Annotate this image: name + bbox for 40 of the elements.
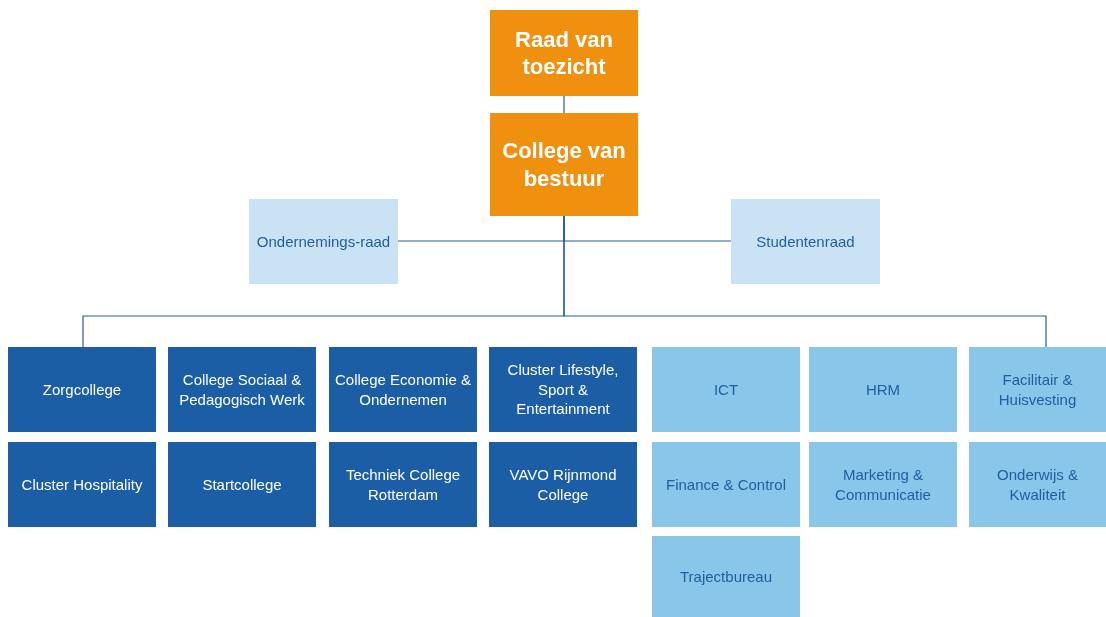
board-box (490, 113, 638, 216)
connector-line (563, 215, 1047, 348)
department-box (652, 442, 800, 527)
department-box (731, 199, 880, 284)
department-box (652, 347, 800, 432)
department-box (249, 199, 398, 284)
department-box (809, 347, 957, 432)
box-label: Onderwijs & Kwaliteit (996, 465, 1079, 504)
box-label: Facilitair & Huisvesting (997, 370, 1078, 409)
box-label: Cluster Hospitality (21, 474, 143, 495)
box-label: College Economie & Ondernemen (335, 370, 471, 409)
department-box (329, 442, 477, 527)
department-box (809, 442, 957, 527)
box-label: College van bestuur (501, 137, 627, 192)
department-box (489, 347, 637, 432)
box-label: Trajectbureau (680, 566, 772, 587)
box-label: Ondernemings-raad (256, 231, 391, 252)
department-box (168, 442, 316, 527)
department-box (8, 347, 156, 432)
box-label: College Sociaal & Pedagogisch Werk (178, 370, 306, 409)
box-label: Raad van toezicht (514, 25, 614, 81)
department-box (652, 536, 800, 617)
box-label: Cluster Lifestyle, Sport & Entertainment (506, 360, 620, 419)
department-box (329, 347, 477, 432)
box-label: Marketing & Communicatie (834, 465, 932, 504)
box-label: HRM (865, 379, 901, 400)
department-box (168, 347, 316, 432)
box-label: Zorgcollege (42, 379, 122, 400)
department-box (8, 442, 156, 527)
department-box (969, 347, 1106, 432)
box-label: Studentenraad (756, 231, 855, 252)
box-label: ICT (713, 379, 739, 400)
box-label: VAVO Rijnmond College (508, 465, 618, 504)
department-box (969, 442, 1106, 527)
box-label: Techniek College Rotterdam (344, 465, 462, 504)
board-box (490, 10, 638, 96)
box-label: Startcollege (202, 474, 282, 495)
connector-line (563, 95, 565, 114)
department-box (489, 442, 637, 527)
box-label: Finance & Control (665, 474, 787, 495)
